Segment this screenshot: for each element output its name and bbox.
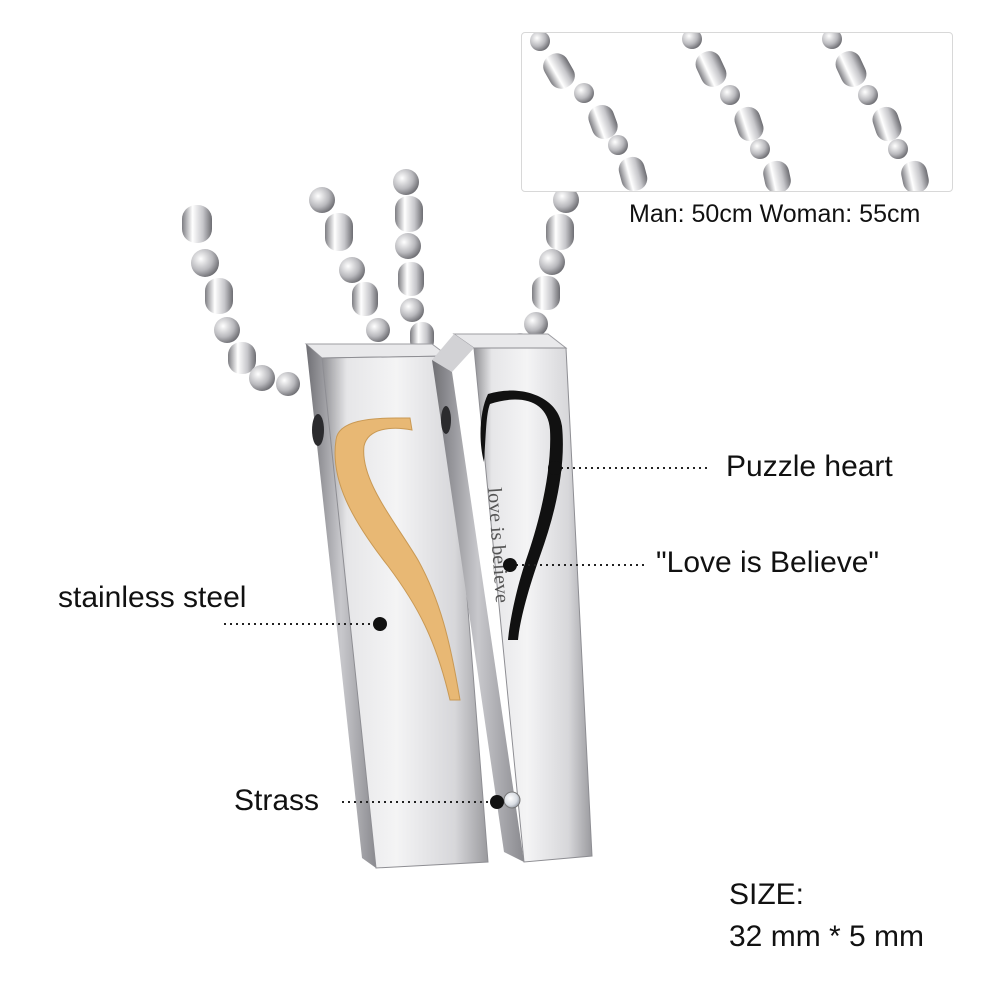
size-info: SIZE: 32 mm * 5 mm (729, 874, 924, 958)
closeup-chain-3 (822, 33, 929, 191)
chain-closeup-inset (521, 32, 953, 192)
closeup-chain-2 (682, 33, 791, 191)
callout-love-is-believe: "Love is Believe" (656, 546, 880, 579)
callout-strass: Strass (234, 784, 320, 817)
callout-puzzle-heart: Puzzle heart (726, 450, 893, 483)
size-label: SIZE: (729, 878, 805, 911)
pendant-gold-heart (304, 343, 489, 869)
ball-chain-right (509, 187, 579, 355)
pendant-black-heart: love is believe (432, 333, 593, 863)
callout-leaders (224, 461, 710, 809)
ball-chain-left (182, 205, 300, 396)
callout-stainless-steel: stainless steel (58, 581, 247, 614)
closeup-chain-1 (530, 33, 648, 191)
chain-closeup-illustration (530, 33, 929, 191)
chain-length-caption: Man: 50cm Woman: 55cm (629, 200, 921, 228)
ball-chain-middle (309, 169, 441, 377)
size-value: 32 mm * 5 mm (729, 920, 925, 953)
